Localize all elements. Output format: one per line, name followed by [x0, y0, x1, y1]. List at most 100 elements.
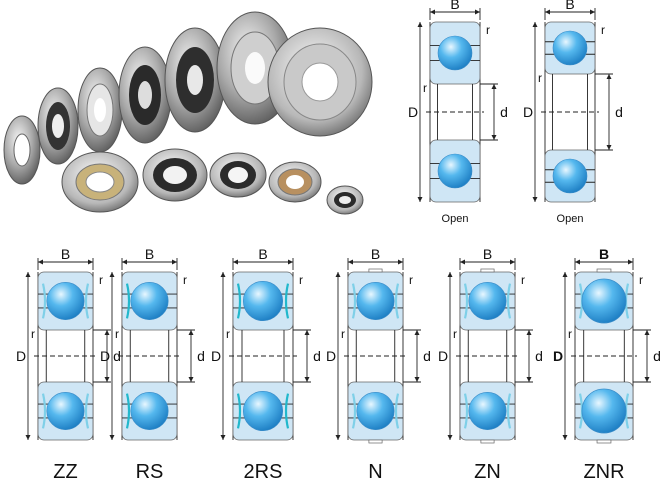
dim-label-d: d: [535, 348, 543, 364]
bearing-caption-seal-double: 2RS: [244, 461, 283, 483]
ball: [46, 391, 85, 430]
dim-label-B: B: [258, 246, 267, 262]
dim-label-D: D: [438, 348, 448, 364]
bearing-caption-shield-groove: ZN: [474, 461, 501, 483]
bearing-photo-12: [326, 185, 364, 215]
closure-left: [125, 283, 131, 319]
dim-label-r: r: [341, 327, 345, 341]
dim-label-r: r: [115, 327, 119, 341]
ball: [468, 281, 507, 320]
ball: [46, 281, 85, 320]
closure-right: [284, 393, 290, 429]
dim-label-r: r: [568, 327, 572, 341]
closure-right: [506, 393, 512, 429]
bearing-photo-7: [267, 27, 373, 137]
ball: [437, 153, 473, 189]
ball: [468, 391, 507, 430]
dim-label-r: r: [601, 23, 605, 37]
snap-groove: [368, 268, 383, 273]
dim-label-D: D: [100, 348, 110, 364]
dim-label-D: D: [553, 348, 563, 364]
dim-label-r: r: [409, 273, 413, 287]
closure-left: [125, 393, 131, 429]
dim-label-r: r: [453, 327, 457, 341]
dim-label-d: d: [615, 104, 623, 120]
bearing-photo-10: [209, 152, 267, 198]
dim-label-r: r: [183, 273, 187, 287]
ball: [130, 391, 169, 430]
dim-label-d: d: [313, 348, 321, 364]
closure-left: [41, 393, 47, 429]
bearing-caption-open-2: Open: [557, 213, 584, 225]
dim-label-d: d: [113, 348, 121, 364]
bearing-photo-2: [37, 87, 79, 165]
dim-label-r: r: [423, 81, 427, 95]
closure-right: [394, 283, 400, 319]
ball: [130, 281, 169, 320]
dim-label-r: r: [538, 71, 542, 85]
dim-label-B: B: [61, 246, 70, 262]
dim-label-r: r: [486, 23, 490, 37]
closure-right: [84, 283, 90, 319]
bearing-photo-11: [268, 161, 322, 203]
dim-label-r: r: [299, 273, 303, 287]
dim-label-B: B: [371, 246, 380, 262]
bearing-photo-3: [77, 67, 123, 153]
dim-label-d: d: [197, 348, 205, 364]
bearing-caption-seal-single: RS: [136, 461, 164, 483]
closure-right: [506, 283, 512, 319]
closure-left: [463, 283, 469, 319]
ball: [242, 280, 284, 322]
ball: [581, 278, 627, 324]
ball: [356, 281, 395, 320]
closure-right: [394, 393, 400, 429]
bearing-photo-8: [61, 151, 139, 213]
snap-groove: [480, 268, 495, 273]
snap-groove: [596, 268, 612, 273]
snap-groove: [368, 439, 383, 444]
closure-left: [351, 283, 357, 319]
bearing-caption-open-1: Open: [442, 213, 469, 225]
ball: [356, 391, 395, 430]
closure-left: [236, 283, 242, 319]
snap-groove: [596, 439, 612, 444]
dim-label-B: B: [483, 246, 492, 262]
dim-label-B: B: [599, 246, 609, 262]
dim-label-d: d: [423, 348, 431, 364]
ball: [552, 158, 588, 194]
dim-label-r: r: [639, 273, 643, 287]
ball: [437, 35, 473, 71]
ball: [242, 390, 284, 432]
bearings-photo: [3, 11, 373, 215]
dim-label-r: r: [31, 327, 35, 341]
closure-left: [351, 393, 357, 429]
ball: [552, 30, 588, 66]
closure-left: [236, 393, 242, 429]
dim-label-r: r: [99, 273, 103, 287]
closure-left: [463, 393, 469, 429]
dim-label-d: d: [500, 104, 508, 120]
bearing-photo-9: [142, 148, 208, 202]
bearing-photo-1: [3, 115, 41, 185]
dim-label-B: B: [450, 0, 459, 12]
dim-label-D: D: [326, 348, 336, 364]
bearing-caption-snap-groove: N: [368, 461, 382, 483]
dim-label-r: r: [521, 273, 525, 287]
dim-label-r: r: [226, 327, 230, 341]
closure-left: [41, 283, 47, 319]
bearing-photo-5: [164, 27, 226, 133]
dim-label-D: D: [211, 348, 221, 364]
dim-label-B: B: [565, 0, 574, 12]
ball: [581, 388, 627, 434]
dim-label-D: D: [16, 348, 26, 364]
bearing-caption-shield-ring: ZNR: [583, 461, 624, 483]
